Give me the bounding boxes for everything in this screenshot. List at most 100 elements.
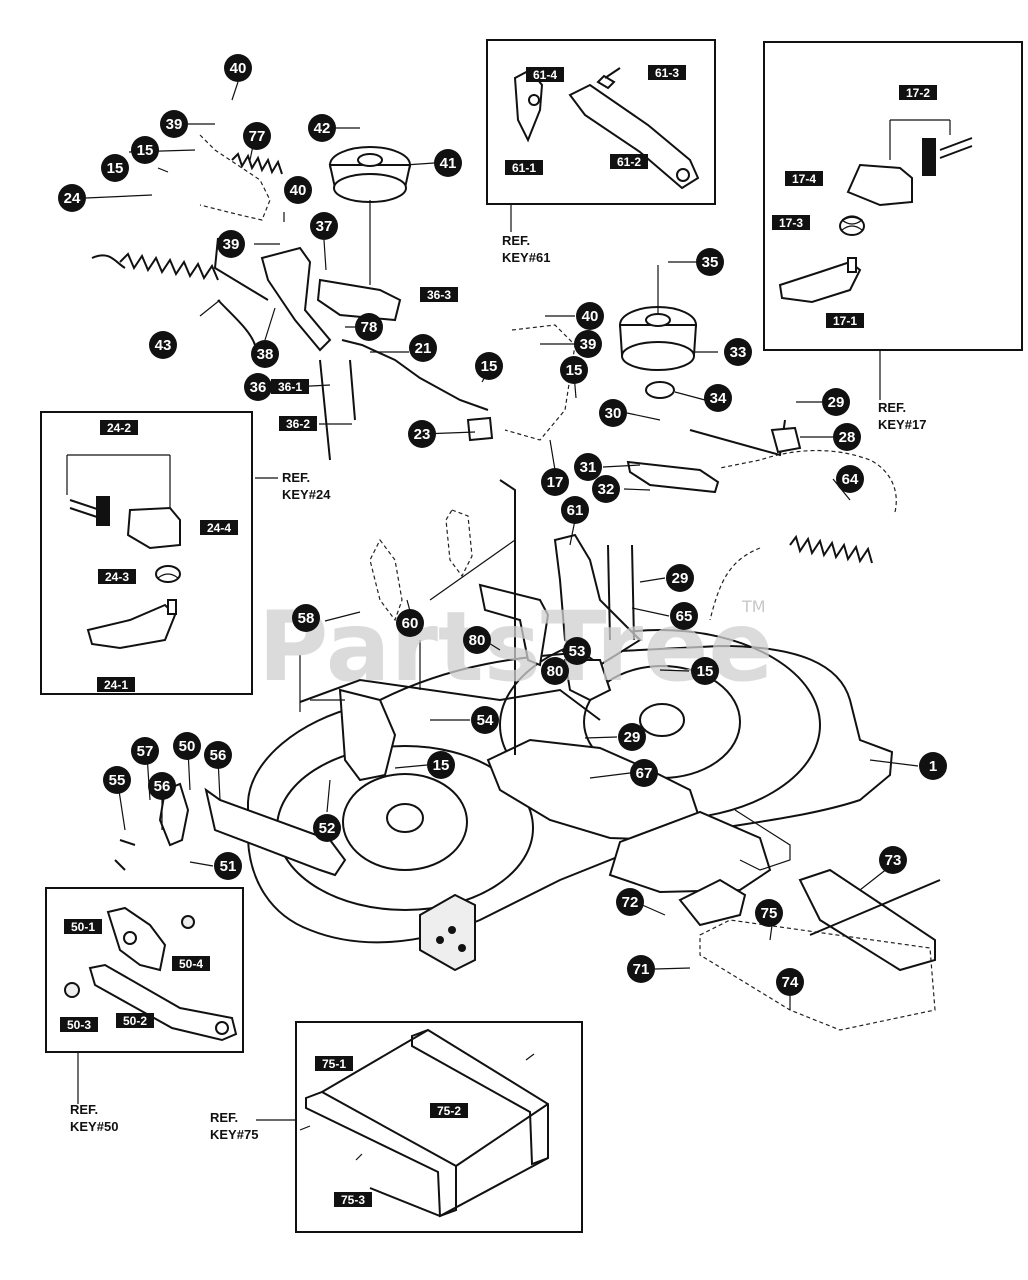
svg-text:56: 56 [210, 747, 227, 764]
callout-35: 35 [696, 248, 724, 276]
tag-17-4: 17-4 [785, 171, 823, 186]
svg-text:17-2: 17-2 [906, 86, 930, 100]
svg-text:75: 75 [761, 905, 778, 922]
svg-text:42: 42 [314, 120, 331, 137]
svg-text:39: 39 [580, 336, 597, 353]
svg-text:34: 34 [710, 390, 727, 407]
callout-31: 31 [574, 453, 602, 481]
svg-text:29: 29 [624, 729, 641, 746]
svg-text:75-3: 75-3 [341, 1193, 365, 1207]
pulley-41 [328, 146, 412, 285]
svg-text:24: 24 [64, 190, 81, 207]
svg-text:61-4: 61-4 [533, 68, 557, 82]
tag-50-3: 50-3 [60, 1017, 98, 1032]
callout-29: 29 [666, 564, 694, 592]
inset-key-24 [40, 411, 253, 695]
svg-text:32: 32 [598, 481, 615, 498]
tag-36-2: 36-2 [279, 416, 317, 431]
tag-61-1: 61-1 [505, 160, 543, 175]
watermark-tm: TM [741, 597, 766, 616]
svg-text:43: 43 [155, 337, 172, 354]
spring-43 [91, 252, 256, 346]
tag-17-1: 17-1 [826, 313, 864, 328]
callout-50: 50 [173, 732, 201, 760]
svg-text:57: 57 [137, 743, 154, 760]
svg-text:15: 15 [107, 160, 124, 177]
tag-24-1: 24-1 [97, 677, 135, 692]
callout-77: 77 [243, 122, 271, 150]
svg-text:50: 50 [179, 738, 196, 755]
tag-61-2: 61-2 [610, 154, 648, 169]
callout-15: 15 [101, 154, 129, 182]
callout-78: 78 [355, 313, 383, 341]
svg-text:37: 37 [316, 218, 333, 235]
svg-text:40: 40 [290, 182, 307, 199]
svg-text:78: 78 [361, 319, 378, 336]
svg-text:56: 56 [154, 778, 171, 795]
mower-deck [247, 629, 894, 972]
svg-text:15: 15 [433, 757, 450, 774]
watermark: PartsTree [258, 591, 773, 703]
tag-50-2: 50-2 [116, 1013, 154, 1028]
svg-text:36-3: 36-3 [427, 288, 451, 302]
svg-text:61-2: 61-2 [617, 155, 641, 169]
svg-text:50-1: 50-1 [71, 920, 95, 934]
spring-77 [231, 152, 283, 175]
callout-36: 36 [244, 373, 272, 401]
svg-text:65: 65 [676, 608, 693, 625]
ref-61-line1: REF. [502, 233, 530, 248]
tag-17-3: 17-3 [772, 215, 810, 230]
inset-key-61 [486, 39, 716, 205]
callout-15: 15 [131, 136, 159, 164]
svg-text:21: 21 [415, 340, 432, 357]
callout-52: 52 [313, 814, 341, 842]
tag-75-2: 75-2 [430, 1103, 468, 1118]
callout-53: 53 [563, 637, 591, 665]
callout-60: 60 [396, 609, 424, 637]
svg-text:73: 73 [885, 852, 902, 869]
callout-33: 33 [724, 338, 752, 366]
callout-15: 15 [691, 657, 719, 685]
callout-65: 65 [670, 602, 698, 630]
tag-75-1: 75-1 [315, 1056, 353, 1071]
svg-text:15: 15 [697, 663, 714, 680]
svg-text:52: 52 [319, 820, 336, 837]
svg-text:51: 51 [220, 858, 237, 875]
callout-64: 64 [836, 465, 864, 493]
tag-36-1: 36-1 [271, 379, 309, 394]
callout-21: 21 [409, 334, 437, 362]
callout-56: 56 [148, 772, 176, 800]
ref-24-line1: REF. [282, 470, 310, 485]
tag-17-2: 17-2 [899, 85, 937, 100]
svg-text:77: 77 [249, 128, 266, 145]
svg-text:17-4: 17-4 [792, 172, 816, 186]
callout-15: 15 [427, 751, 455, 779]
callout-54: 54 [471, 706, 499, 734]
callout-40: 40 [284, 176, 312, 204]
ref-75-line1: REF. [210, 1110, 238, 1125]
ref-17-line2: KEY#17 [878, 417, 926, 432]
callout-71: 71 [627, 955, 655, 983]
svg-text:72: 72 [622, 894, 639, 911]
svg-text:15: 15 [481, 358, 498, 375]
svg-text:39: 39 [166, 116, 183, 133]
svg-text:75-1: 75-1 [322, 1057, 346, 1071]
svg-text:50-4: 50-4 [179, 957, 203, 971]
callout-75: 75 [755, 899, 783, 927]
svg-text:36-2: 36-2 [286, 417, 310, 431]
callout-40: 40 [576, 302, 604, 330]
svg-text:74: 74 [782, 974, 799, 991]
svg-text:71: 71 [633, 961, 650, 978]
tags: 61-4 61-3 61-2 61-1 17-2 17-4 17-3 17-1 … [60, 65, 937, 1207]
callout-39: 39 [160, 110, 188, 138]
callout-29: 29 [618, 723, 646, 751]
svg-text:24-3: 24-3 [105, 570, 129, 584]
svg-text:50-3: 50-3 [67, 1018, 91, 1032]
callout-29: 29 [822, 388, 850, 416]
svg-text:64: 64 [842, 471, 859, 488]
ref-17-line1: REF. [878, 400, 906, 415]
svg-text:23: 23 [414, 426, 431, 443]
callouts: 40 39 77 15 15 24 42 41 40 37 39 43 38 7… [58, 54, 947, 996]
inset-key-75 [295, 1021, 583, 1233]
